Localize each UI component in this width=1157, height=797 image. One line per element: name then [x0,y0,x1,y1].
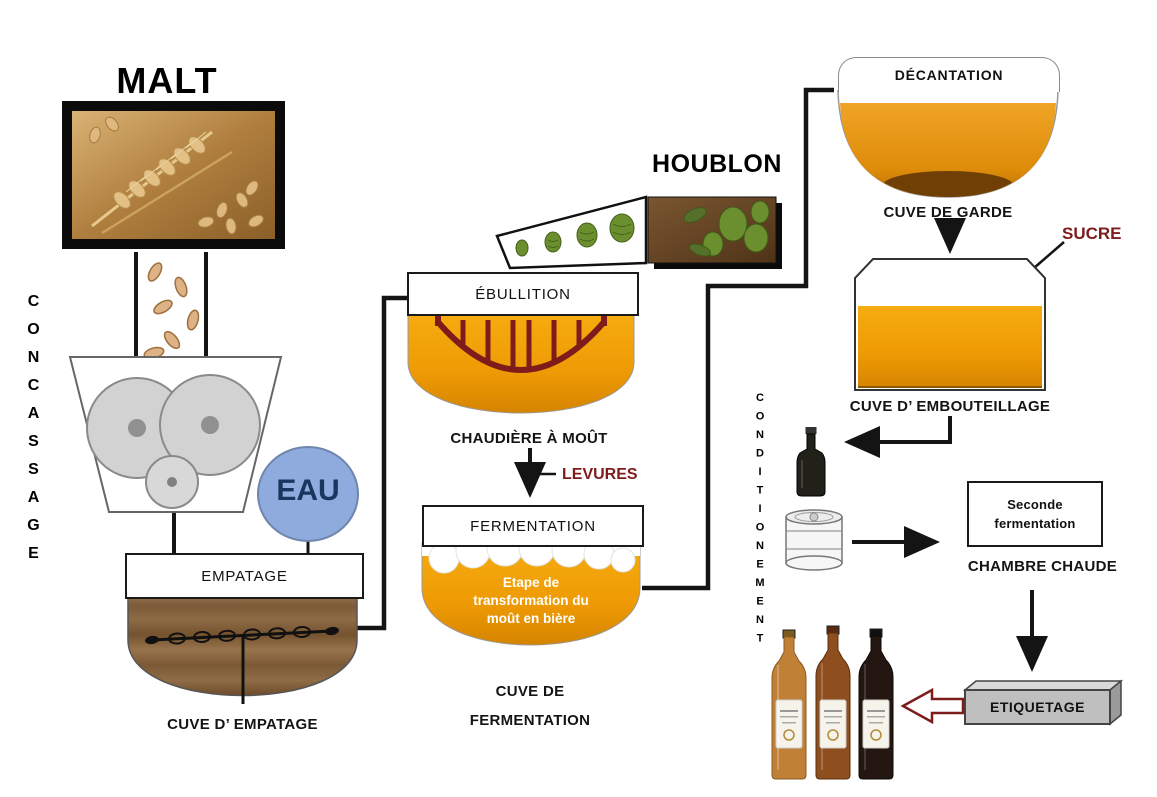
process-connectors [134,87,1065,672]
eau-label: EAU [276,474,340,507]
empatage-tank-label: EMPATAGE [125,553,364,599]
connector-fermentation-decantation [642,87,834,591]
etiquetage-label: ETIQUETAGE [990,699,1085,715]
mill-rollers-icon [68,356,283,513]
houblon-title: HOUBLON [652,150,782,178]
arrow-embouteillage-bottle [844,416,952,458]
ebullition-tank [407,311,635,414]
connector-sucre-tank [1033,241,1065,269]
keg-icon [785,509,843,571]
malt-title: MALT [116,60,218,101]
empatage-caption: CUVE D’ EMPATAGE [167,716,318,733]
beer-bottles-icon [771,625,894,780]
eau-shape [257,446,359,542]
beer-bottle-light [771,629,807,780]
block-arrow-left-icon [900,687,965,725]
decantation-tank-label: DÉCANTATION [838,57,1060,92]
connector-empatage-ebullition [352,295,410,631]
wort-manifold [435,316,607,373]
embouteillage-tank [854,258,1046,391]
garde-caption: CUVE DE GARDE [883,204,1013,221]
fermentation-note: Etape de transformation du moût en bière [473,575,589,627]
fermentation-tank-label: FERMENTATION [422,505,644,547]
beer-bottle-dark [858,628,894,780]
empatage-tank [127,593,358,704]
sucre-label: SUCRE [1062,224,1122,243]
chambre-chaude-caption: CHAMBRE CHAUDE [967,558,1118,575]
bottle-icon [796,427,826,497]
fermentation-caption: CUVE DE FERMENTATION [469,683,591,729]
etiquetage-box [962,679,1124,726]
seconde-fermentation-box: Seconde fermentation [967,481,1103,547]
chaudiere-caption: CHAUDIÈRE À MOÛT [450,430,608,447]
beer-bottle-amber [815,625,851,780]
decantation-tank [837,90,1059,198]
sediment [882,171,1014,197]
mash-rake [151,629,333,642]
levures-label: LEVURES [562,466,638,483]
embouteillage-caption: CUVE D’ EMBOUTEILLAGE [849,398,1051,415]
hop-cone-icon [495,195,648,270]
hops-photo [647,196,782,269]
conditionnement-label: CONDITIONEMENT [754,392,766,651]
malt-photo [62,101,285,249]
concassage-label: CONCASSAGE [25,293,42,573]
ebullition-tank-label: ÉBULLITION [407,272,639,316]
